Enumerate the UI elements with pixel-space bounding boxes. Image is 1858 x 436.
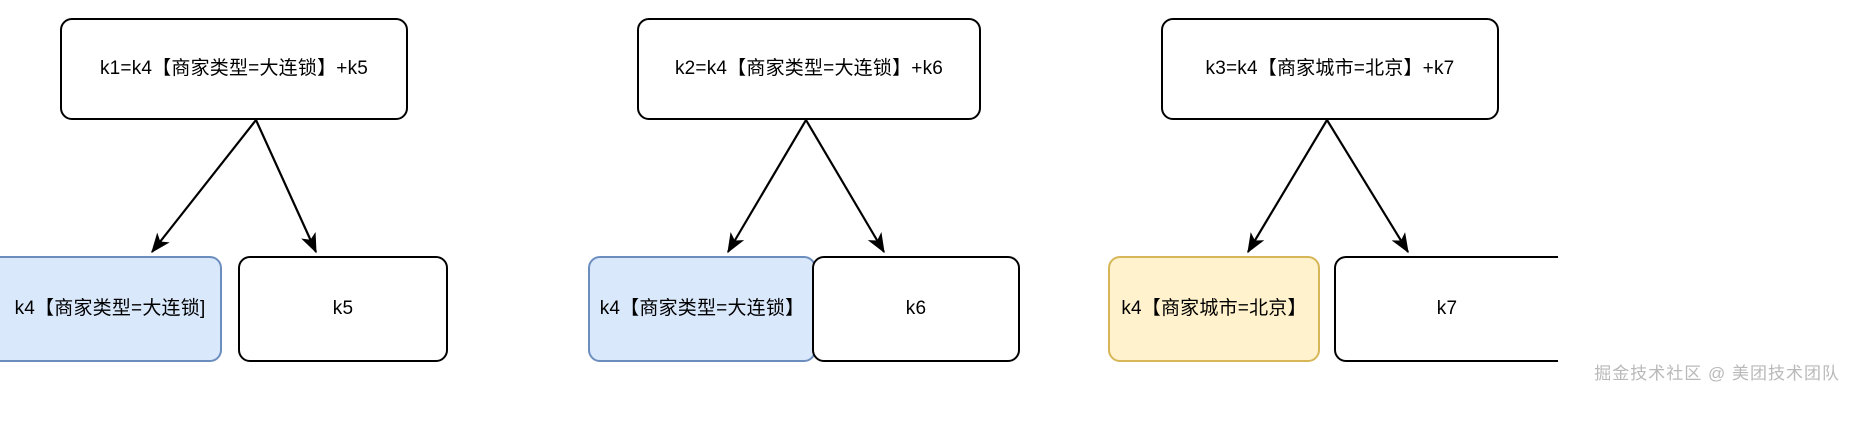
node-child-k7[interactable]: k7 xyxy=(1334,256,1558,362)
watermark: 掘金技术社区 @ 美团技术团队 xyxy=(1594,364,1840,383)
edge-g3-right xyxy=(1326,119,1409,254)
node-parent-k2[interactable]: k2=k4【商家类型=大连锁】+k6 xyxy=(637,18,981,120)
node-child-k4-merchant-type-2[interactable]: k4【商家类型=大连锁】 xyxy=(588,256,816,362)
node-child-k4-merchant-type-1[interactable]: k4【商家类型=大连锁] xyxy=(0,256,222,362)
node-child-k4-merchant-city-label: k4【商家城市=北京】 xyxy=(1121,298,1307,320)
node-parent-k1-label: k1=k4【商家类型=大连锁】+k5 xyxy=(99,58,369,80)
edge-g2-right xyxy=(805,119,885,254)
node-child-k4-merchant-type-1-label: k4【商家类型=大连锁] xyxy=(14,298,206,320)
node-child-k5-label: k5 xyxy=(332,298,354,320)
node-parent-k1[interactable]: k1=k4【商家类型=大连锁】+k5 xyxy=(60,18,408,120)
node-parent-k3-label: k3=k4【商家城市=北京】+k7 xyxy=(1205,58,1455,80)
node-child-k6-label: k6 xyxy=(905,298,927,320)
node-parent-k2-label: k2=k4【商家类型=大连锁】+k6 xyxy=(674,58,944,80)
edge-g1-right xyxy=(254,119,318,254)
node-child-k5[interactable]: k5 xyxy=(238,256,448,362)
node-child-k6[interactable]: k6 xyxy=(812,256,1020,362)
node-child-k4-merchant-city[interactable]: k4【商家城市=北京】 xyxy=(1108,256,1320,362)
node-child-k4-merchant-type-2-label: k4【商家类型=大连锁】 xyxy=(599,298,805,320)
node-parent-k3[interactable]: k3=k4【商家城市=北京】+k7 xyxy=(1161,18,1499,120)
edge-g1-left xyxy=(151,119,257,254)
edge-g2-left xyxy=(727,119,807,254)
edge-g3-left xyxy=(1247,119,1328,254)
node-child-k7-label: k7 xyxy=(1436,298,1458,320)
